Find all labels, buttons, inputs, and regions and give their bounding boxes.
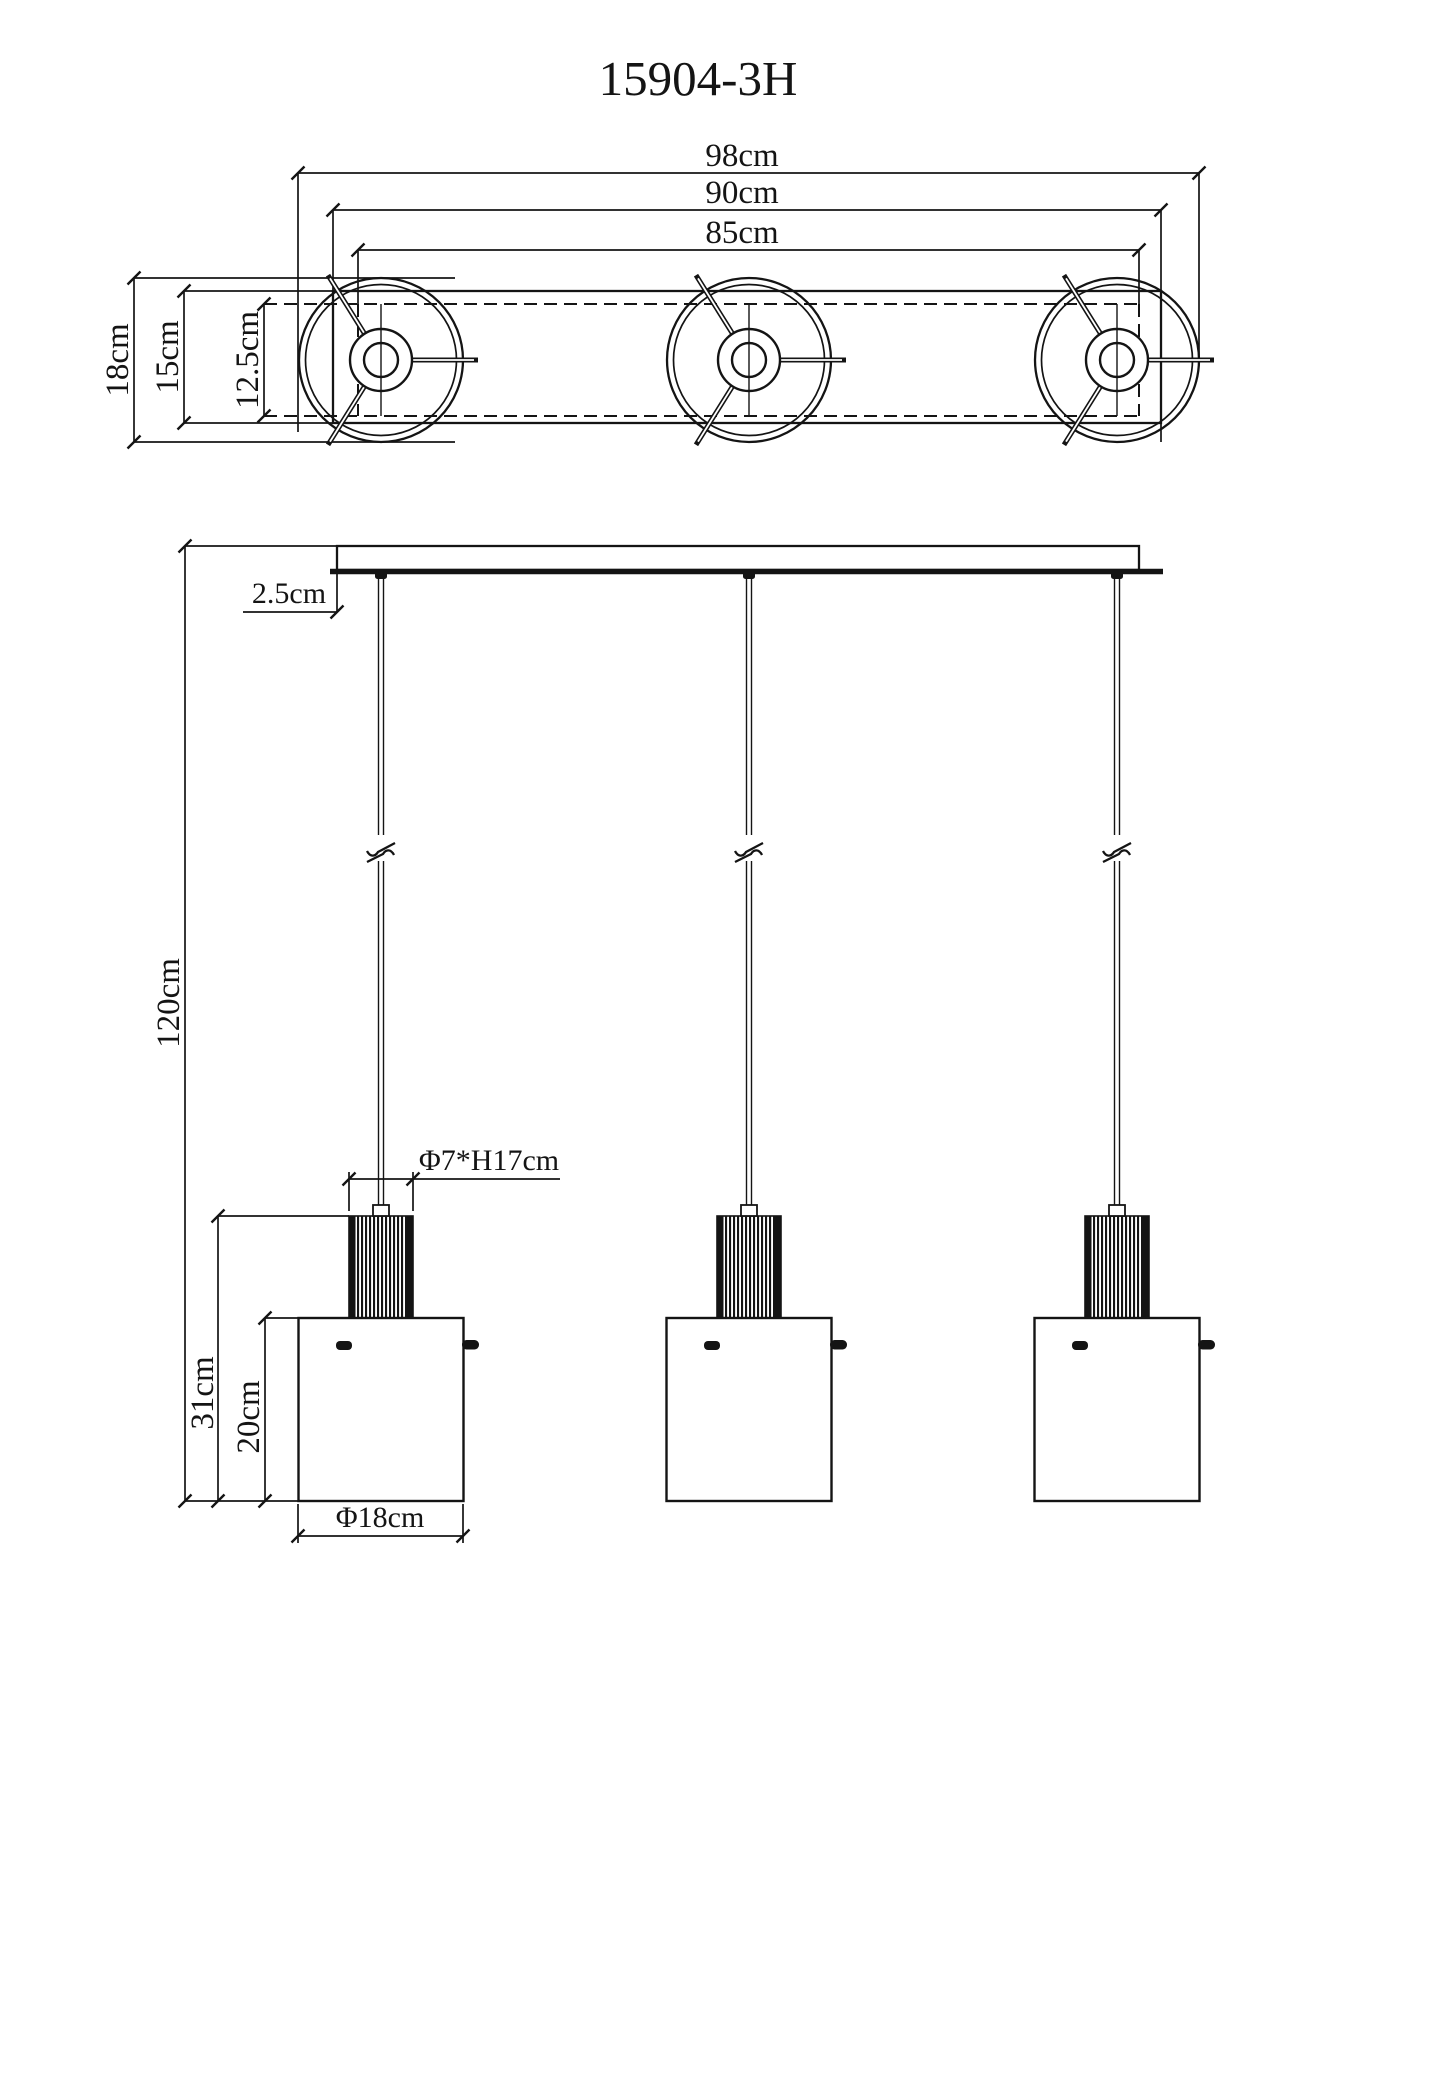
- pendant-height-dim: [210, 1208, 349, 1509]
- dim-pendant-height-label: 31cm: [185, 1356, 221, 1430]
- dim-plate-width-label: 90cm: [705, 175, 779, 211]
- socket-size-dim: [341, 1171, 560, 1211]
- top-view-dimension-lines: [126, 165, 1207, 450]
- canopy-thickness-dim: [243, 574, 345, 620]
- pendant-lamp-1: [297, 1203, 481, 1503]
- cable-3: [1101, 569, 1133, 1209]
- shade-top-view-1: [299, 275, 478, 445]
- dim-canopy-thickness-label: 2.5cm: [252, 577, 326, 610]
- cable-1: [365, 569, 397, 1209]
- top-view-extension-lines: [134, 173, 1200, 443]
- suspension-height-dim: [177, 538, 193, 1509]
- shade-top-view-3: [1035, 275, 1214, 445]
- shade-diameter-dim: [290, 1504, 471, 1544]
- shade-top-view-2: [667, 275, 846, 445]
- dim-shade-height-label: 20cm: [231, 1380, 267, 1454]
- pendant-lamp-2: [665, 1203, 849, 1503]
- dim-suspension-height-label: 120cm: [151, 958, 187, 1048]
- pendant-lamp-3: [1033, 1203, 1217, 1503]
- dim-shade-diameter-top-label: 18cm: [100, 323, 136, 397]
- cable-2: [733, 569, 765, 1209]
- dim-inner-depth-label: 12.5cm: [230, 311, 266, 409]
- hidden-plate-outline: [264, 303, 1140, 417]
- dim-shade-diameter-front-label: Φ18cm: [336, 1501, 425, 1534]
- dim-plate-depth-label: 15cm: [150, 320, 186, 394]
- ceiling-canopy: [185, 544, 1163, 575]
- dim-overall-width-label: 98cm: [705, 138, 779, 174]
- shade-height-dim: [185, 1310, 298, 1509]
- dim-socket-size-label: Φ7*H17cm: [419, 1144, 559, 1177]
- top-view: 98cm 90cm 85cm 18cm 15cm 12.5cm: [100, 138, 1214, 450]
- model-number-title: 15904-3H: [599, 51, 798, 106]
- front-view: 2.5cm 120cm Φ7*H17cm 31cm 20c: [151, 538, 1217, 1544]
- dim-inner-width-label: 85cm: [705, 215, 779, 251]
